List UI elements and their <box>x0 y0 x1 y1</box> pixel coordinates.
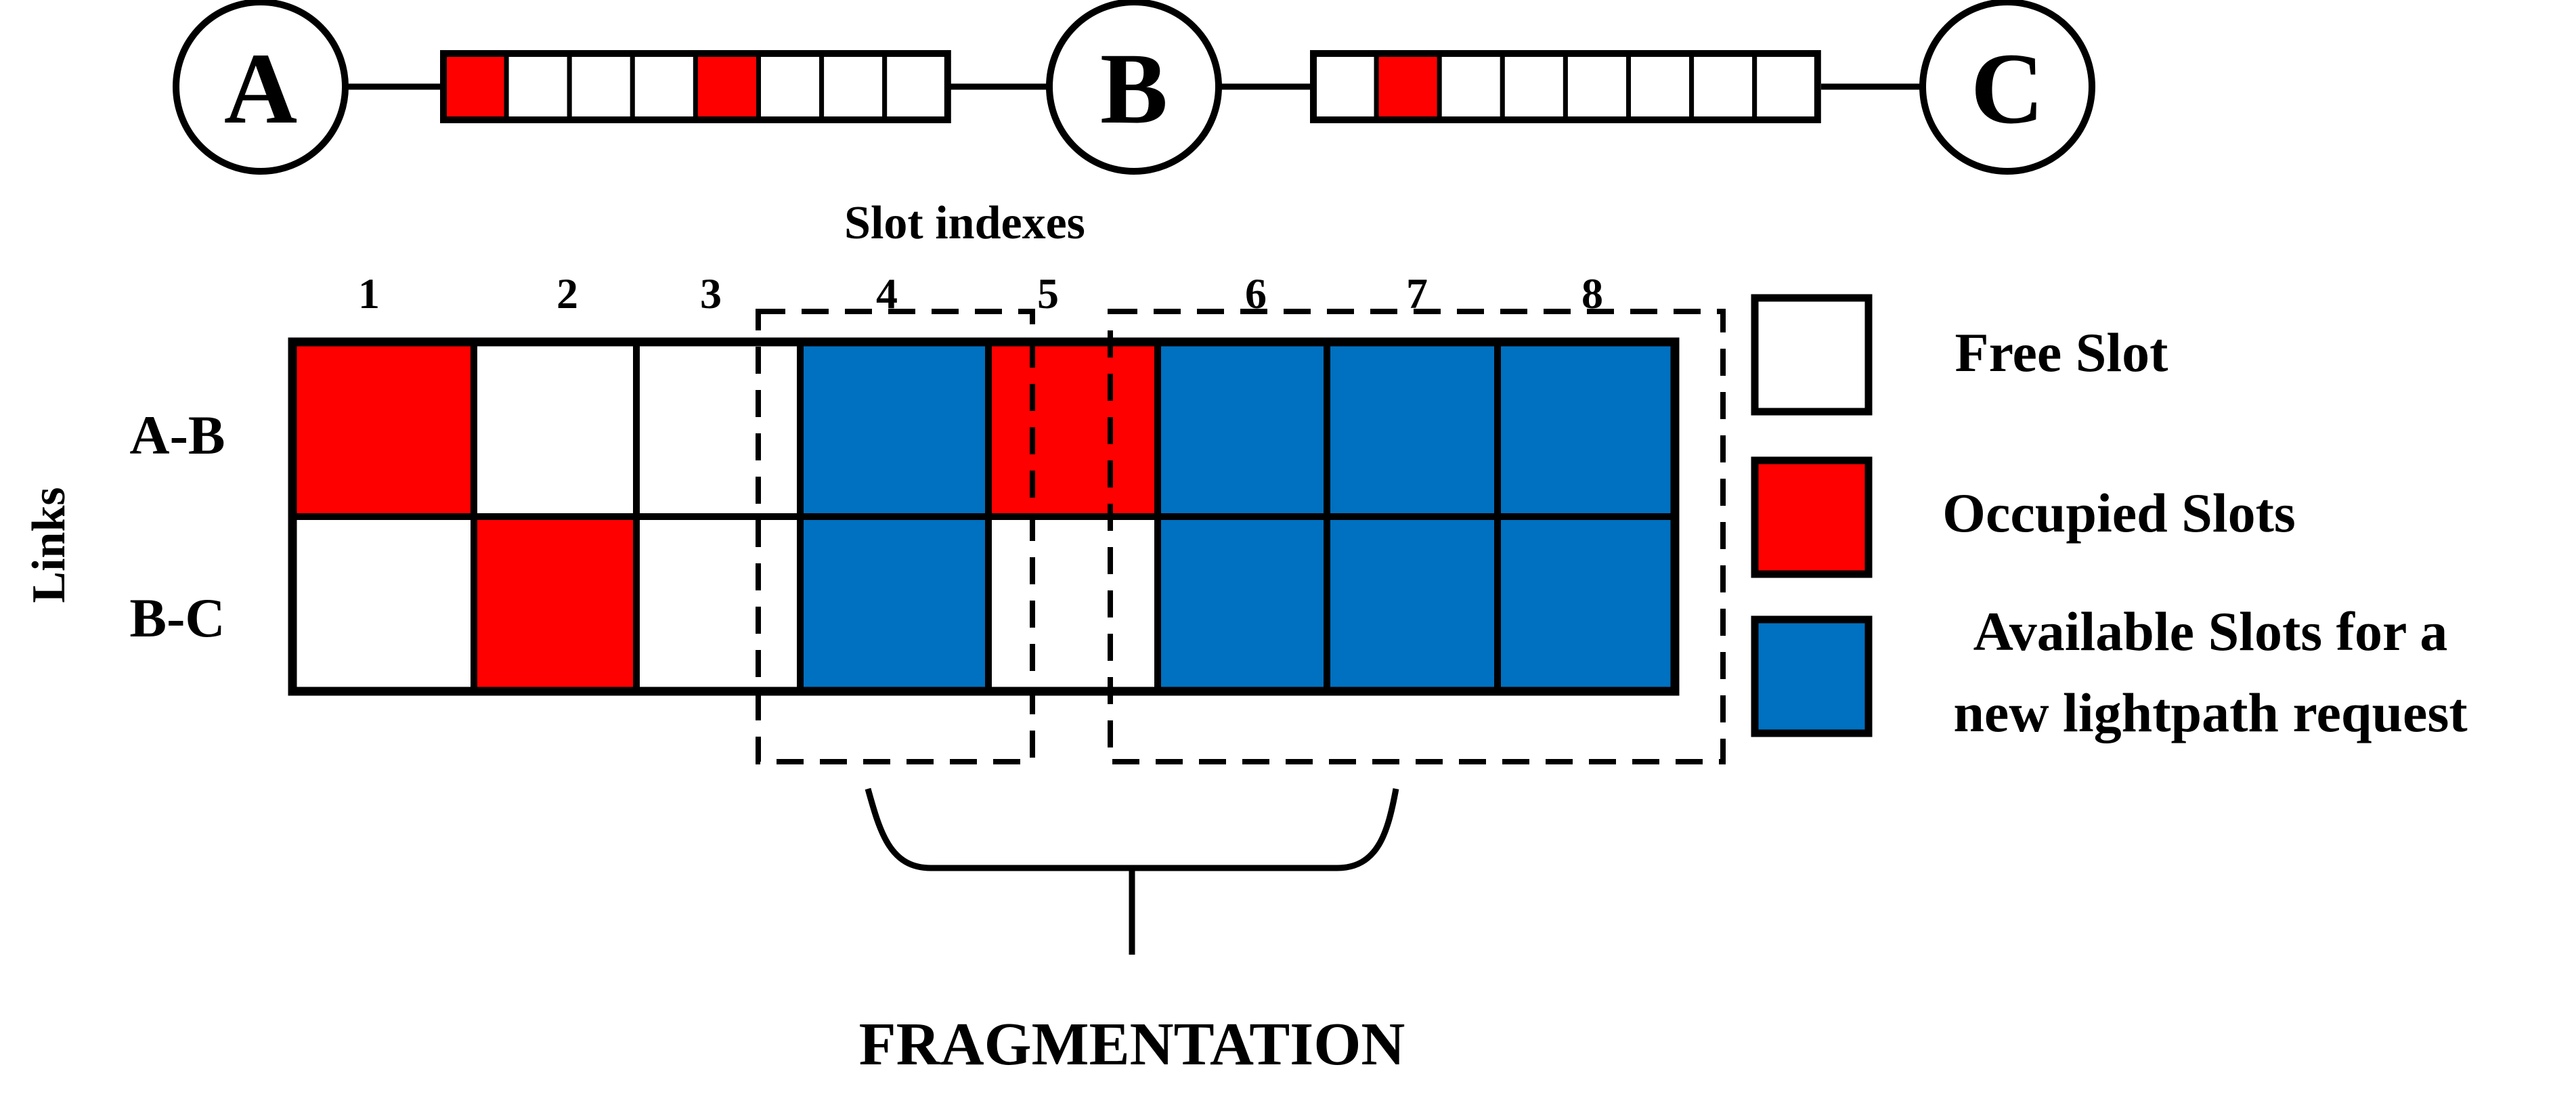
spectrum-span-a-b <box>440 50 951 123</box>
node-a-label: A <box>224 32 297 145</box>
slot-cell-b-c-7-available <box>1324 513 1501 695</box>
slot-cell-a-b-7-available <box>1324 339 1501 520</box>
slot-cell-b-c-5-free <box>985 513 1161 695</box>
legend-swatch-available <box>1751 615 1873 737</box>
legend-swatch-occupied <box>1751 456 1873 578</box>
fragmentation-label: FRAGMENTATION <box>859 1011 1405 1078</box>
slot-index-label-1: 1 <box>358 269 380 318</box>
fragmentation-brace <box>865 787 1399 871</box>
span-2-slot-7-free <box>1689 51 1758 123</box>
slot-cell-b-c-4-available <box>797 513 992 695</box>
legend-label-occupied: Occupied Slots <box>1942 482 2296 544</box>
legend-label-free: Free Slot <box>1955 322 2168 383</box>
legend-label-available-line1: Available Slots for a <box>1973 601 2448 662</box>
node-a: A <box>173 0 349 175</box>
node-b-circle <box>1046 0 1222 175</box>
legend: Free Slot Occupied Slots Available Slots… <box>1751 294 2468 743</box>
slot-indexes-title: Slot indexes <box>844 197 1085 249</box>
links-axis-label: Links <box>23 487 75 603</box>
span-1-slot-3-free <box>567 51 635 123</box>
fragment-group-dashed-right <box>1108 309 1726 764</box>
span-1-slot-4-free <box>630 51 698 123</box>
spectrum-span-b-c <box>1310 50 1821 123</box>
slot-cell-a-b-4-available <box>797 339 992 520</box>
fragment-group-dashed-left <box>756 309 1035 764</box>
slot-cell-b-c-6-available <box>1154 513 1330 695</box>
link-label-b-c: B-C <box>129 587 225 649</box>
span-2-slot-1-free <box>1311 51 1379 123</box>
slot-cell-a-b-3-free <box>633 339 804 520</box>
slot-index-label-3: 3 <box>700 269 722 318</box>
node-a-circle <box>173 0 349 175</box>
span-2-border <box>1310 50 1821 123</box>
slot-cell-b-c-2-occupied <box>471 513 640 695</box>
span-2-slot-4-free <box>1500 51 1568 123</box>
slot-index-label-2: 2 <box>556 269 578 318</box>
span-1-slot-6-free <box>756 51 825 123</box>
span-1-border <box>440 50 951 123</box>
slot-cell-a-b-2-free <box>471 339 640 520</box>
span-2-slot-8-free <box>1752 51 1820 123</box>
slot-cell-b-c-8-available <box>1494 513 1678 695</box>
span-1-slot-8-free <box>882 51 951 123</box>
span-2-slot-3-free <box>1437 51 1505 123</box>
slot-grid <box>289 339 1678 695</box>
node-c-label: C <box>1971 32 2044 145</box>
slot-cell-a-b-1-occupied <box>289 339 477 520</box>
span-1-slot-7-free <box>819 51 888 123</box>
span-1-slot-2-free <box>504 51 572 123</box>
node-b-label: B <box>1100 32 1168 145</box>
node-c: C <box>1919 0 2095 175</box>
span-2-slot-5-free <box>1563 51 1631 123</box>
span-1-slot-1-occupied <box>441 51 509 123</box>
network-topology: A B C <box>173 0 2095 175</box>
slot-index-label-5: 5 <box>1037 269 1059 318</box>
slot-cell-b-c-1-free <box>289 513 477 695</box>
legend-label-available-line2: new lightpath request <box>1953 682 2467 743</box>
node-c-circle <box>1919 0 2095 175</box>
span-1-slot-5-occupied <box>693 51 762 123</box>
span-2-slot-6-free <box>1626 51 1695 123</box>
slot-cell-a-b-8-available <box>1494 339 1678 520</box>
slot-cell-b-c-3-free <box>633 513 804 695</box>
link-label-a-b: A-B <box>129 404 225 466</box>
slot-grid-border <box>288 337 1680 696</box>
slot-cell-a-b-5-occupied <box>985 339 1161 520</box>
legend-swatch-free <box>1751 294 1873 416</box>
span-2-slot-2-occupied <box>1374 51 1442 123</box>
slot-cell-a-b-6-available <box>1154 339 1330 520</box>
node-b: B <box>1046 0 1222 175</box>
